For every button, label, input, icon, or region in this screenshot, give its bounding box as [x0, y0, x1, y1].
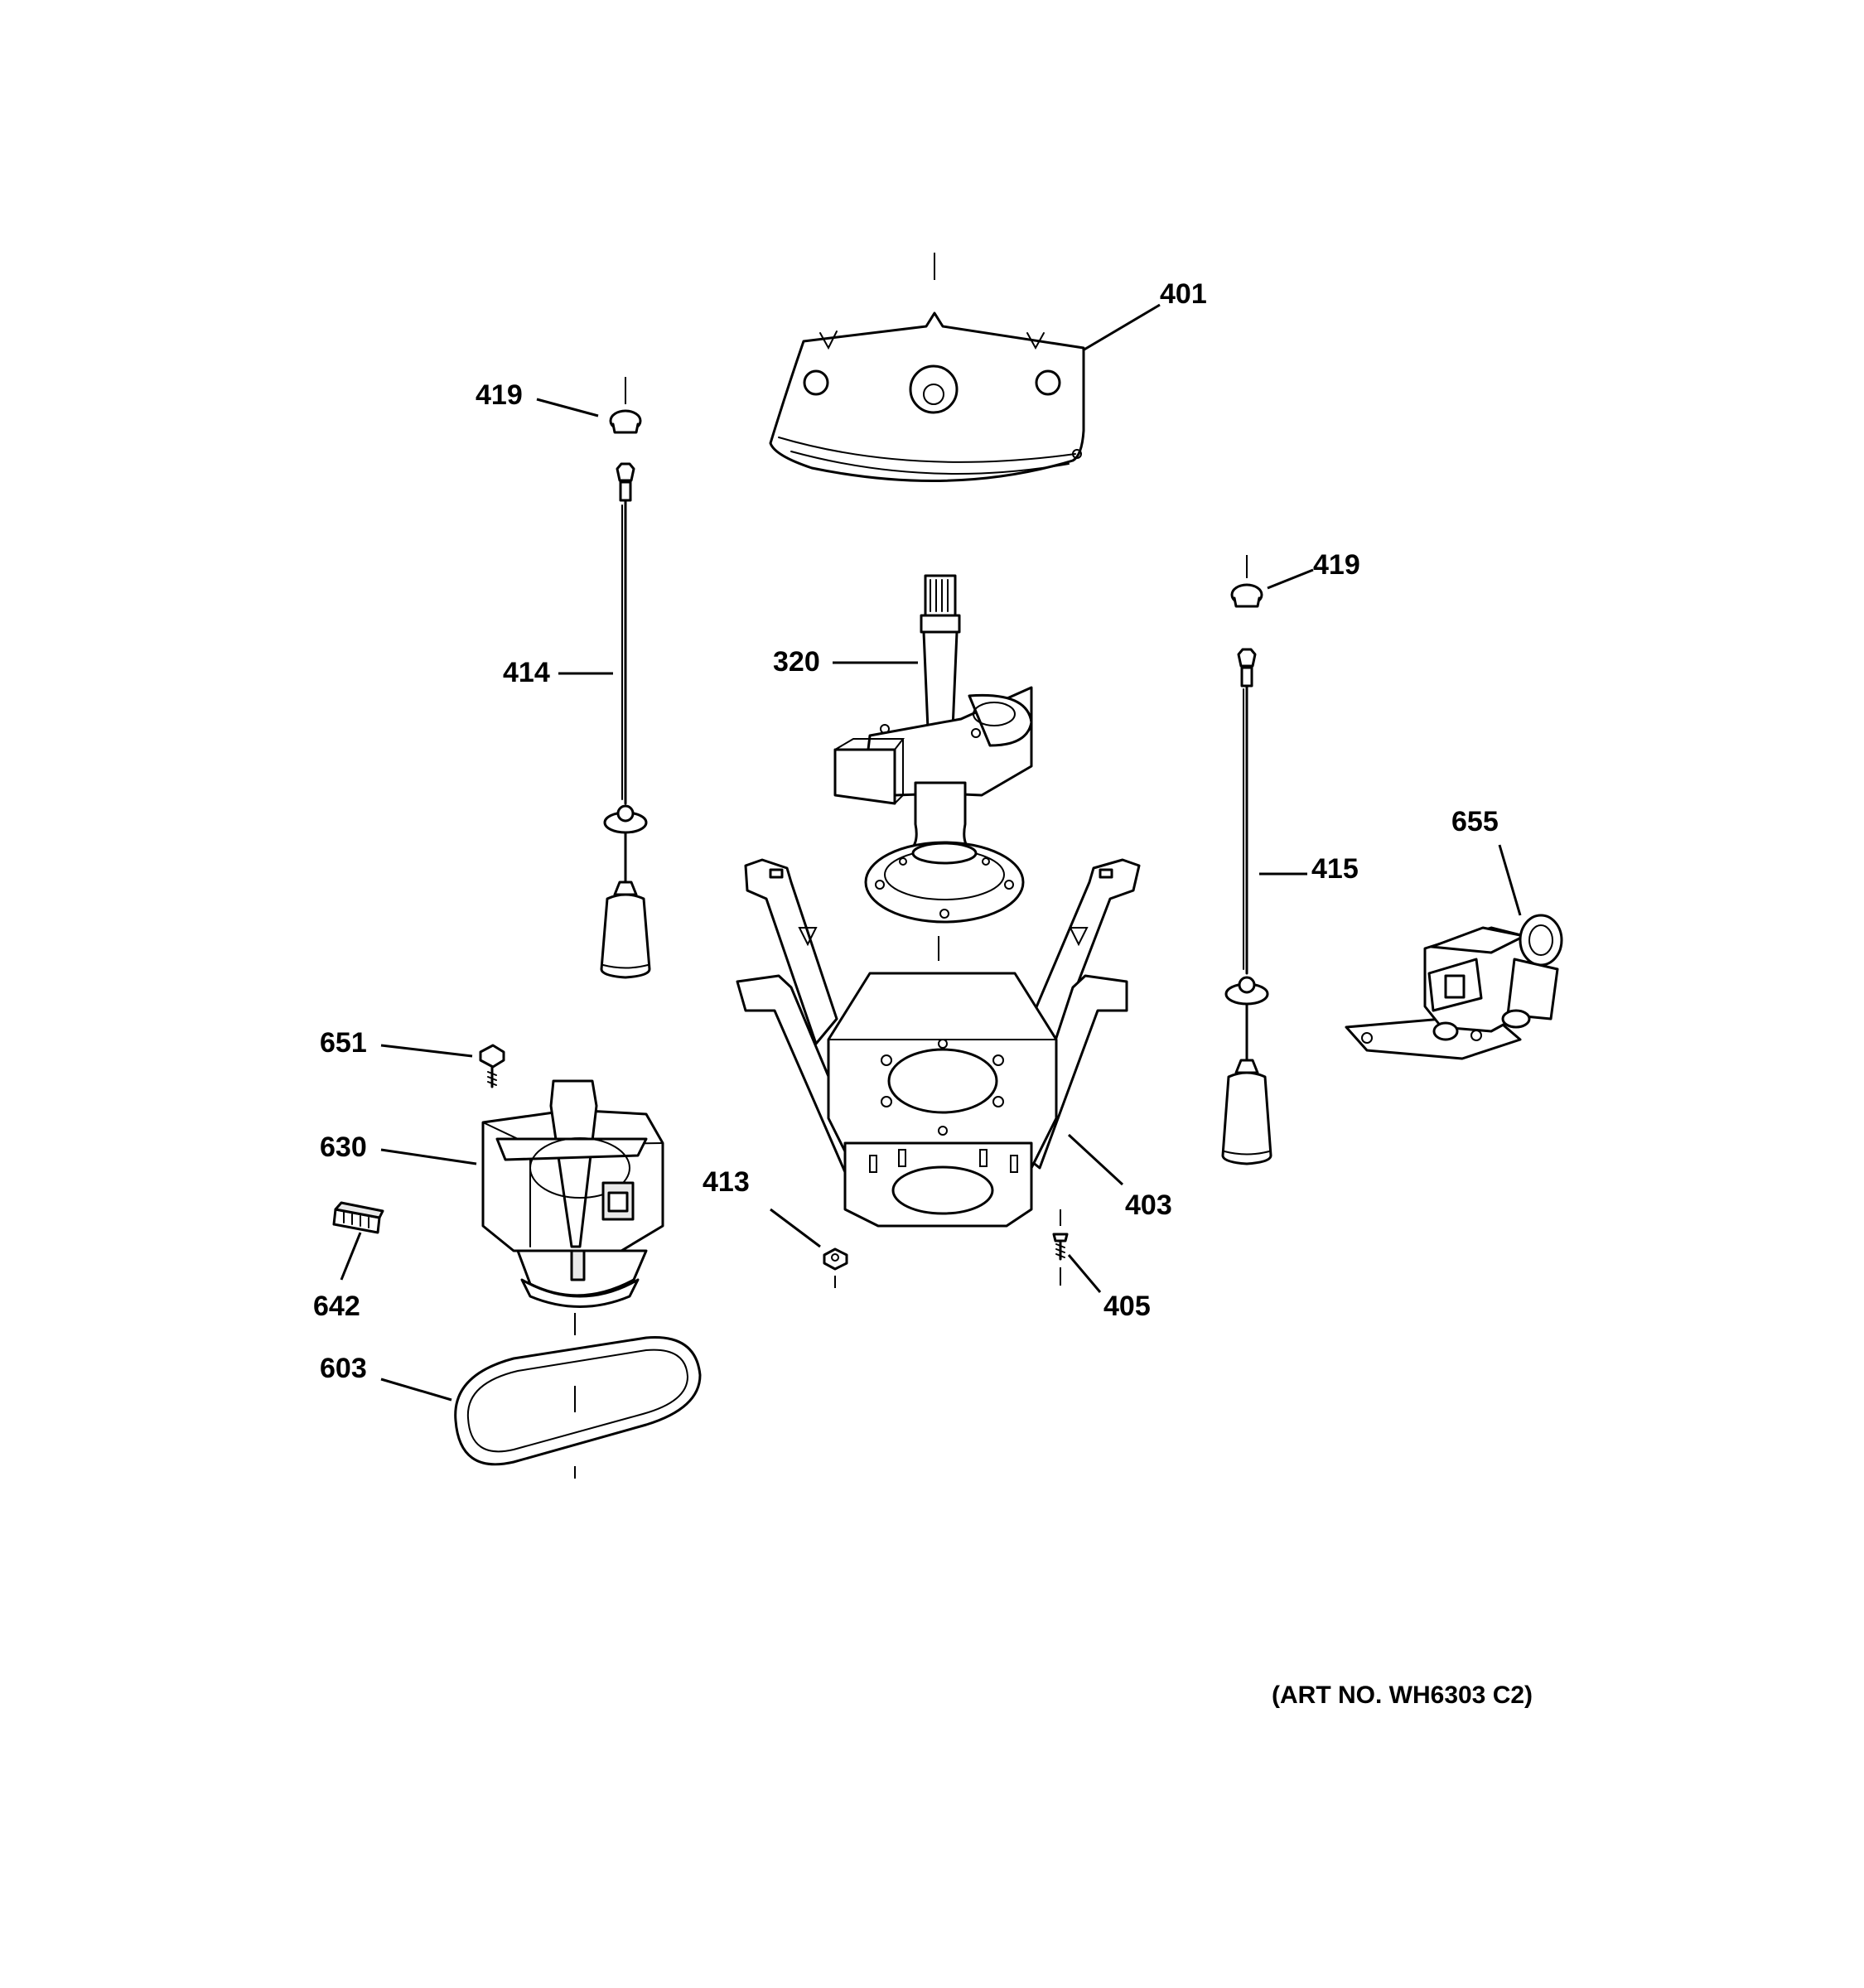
leader-642: [340, 1232, 362, 1281]
leader-630: [380, 1148, 477, 1165]
leader-403: [1067, 1133, 1124, 1186]
callout-651: 651: [320, 1027, 367, 1059]
callout-419-left: 419: [476, 379, 523, 411]
leader-419-left: [536, 398, 599, 417]
art-number: (ART NO. WH6303 C2): [1272, 1682, 1533, 1709]
callout-630: 630: [320, 1132, 367, 1163]
part-419-left-suspension-cup: [609, 377, 642, 434]
part-401-tub-cover: [769, 253, 1085, 483]
part-413-nut: [823, 1247, 848, 1288]
leader-419-right: [1267, 568, 1314, 590]
callout-320: 320: [773, 646, 820, 678]
callout-655: 655: [1451, 806, 1499, 837]
leader-413: [770, 1208, 821, 1248]
leader-603: [380, 1378, 452, 1402]
part-414-left-suspension-rod: [600, 462, 651, 979]
part-651-screw: [479, 1044, 505, 1088]
part-630-motor: [481, 1079, 664, 1335]
part-320-transmission: [833, 574, 1033, 961]
callout-603: 603: [320, 1353, 367, 1384]
leader-401: [1082, 303, 1161, 352]
part-642-connector: [332, 1201, 384, 1234]
part-405-screw: [1052, 1209, 1069, 1286]
part-655-pump: [1345, 914, 1563, 1060]
leader-651: [380, 1044, 473, 1058]
callout-401: 401: [1160, 278, 1207, 310]
part-419-right-suspension-cup: [1230, 555, 1263, 608]
leader-405: [1067, 1254, 1102, 1293]
part-403-mounting-plate: [736, 858, 1141, 1228]
callout-419-right: 419: [1313, 549, 1360, 581]
callout-414: 414: [503, 657, 550, 688]
callout-642: 642: [313, 1291, 360, 1322]
part-603-belt: [454, 1336, 702, 1479]
leader-655: [1498, 844, 1522, 916]
callout-403: 403: [1125, 1189, 1172, 1221]
callout-413: 413: [703, 1166, 750, 1198]
callout-405: 405: [1103, 1291, 1151, 1322]
callout-415: 415: [1311, 853, 1359, 885]
part-415-right-suspension-rod: [1221, 648, 1272, 1165]
